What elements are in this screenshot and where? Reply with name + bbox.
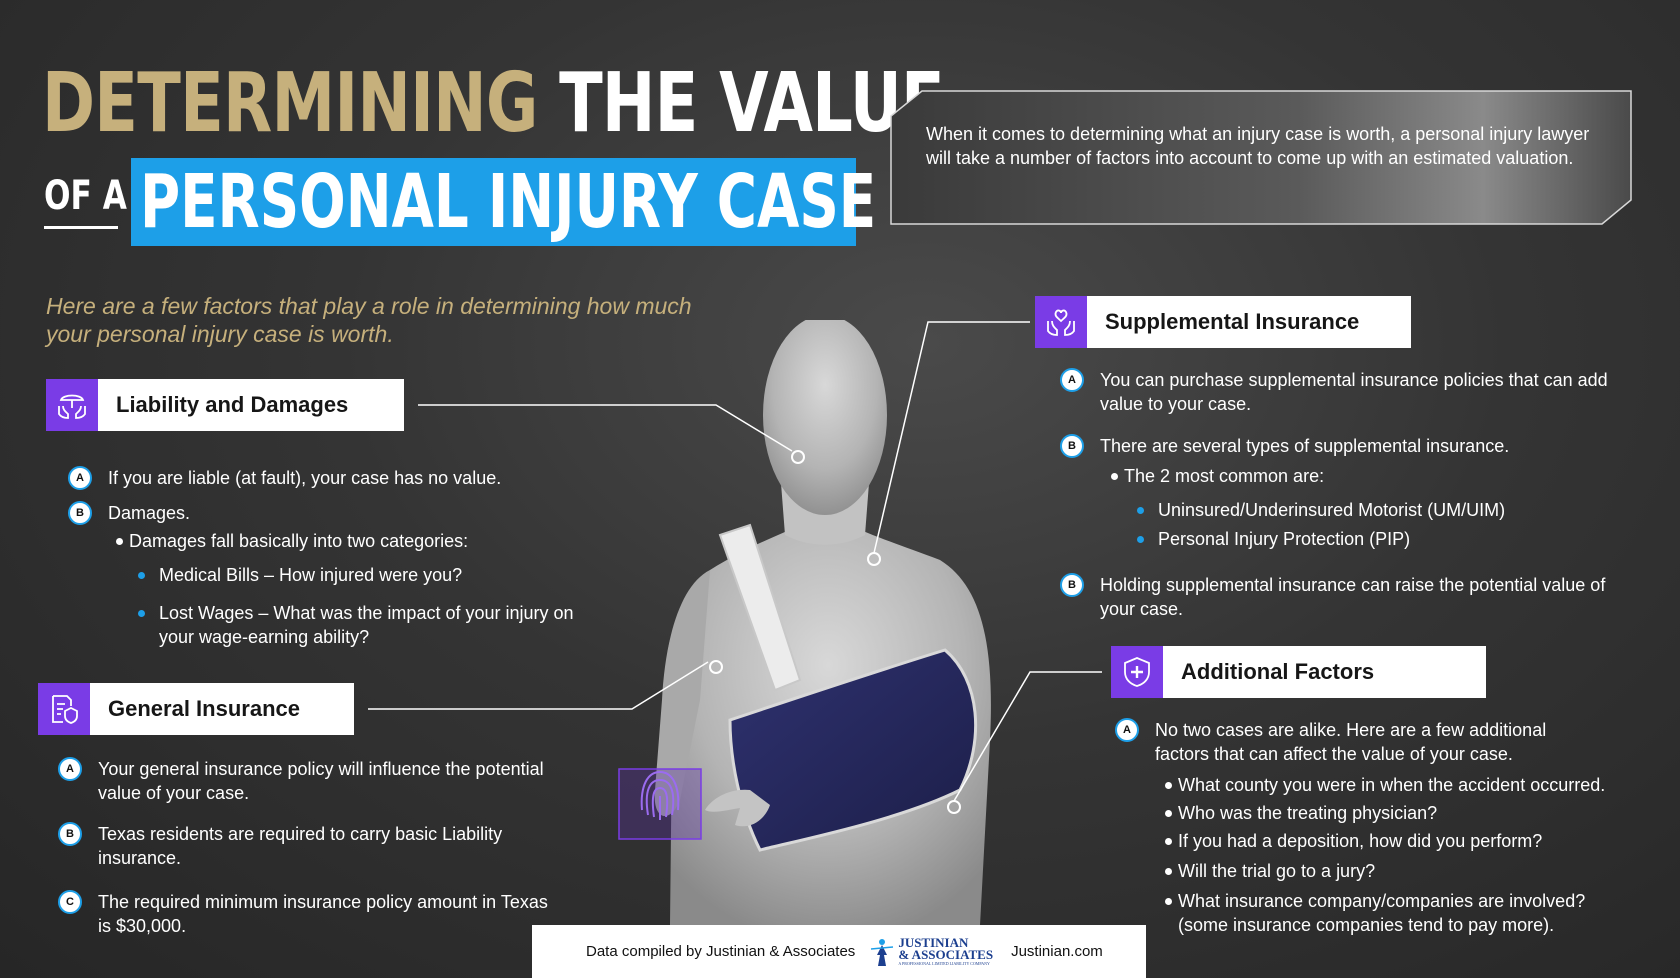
- liability-section-header: Liability and Damages: [46, 379, 404, 431]
- general-item-a: A Your general insurance policy will inf…: [58, 757, 548, 805]
- general-section-header: General Insurance: [38, 683, 354, 735]
- shield-plus-icon: [1111, 646, 1163, 698]
- badge: B: [68, 501, 92, 525]
- bullet-text: Uninsured/Underinsured Motorist (UM/UIM): [1158, 500, 1506, 520]
- general-heading: General Insurance: [90, 683, 354, 735]
- title-part-2: THE VALUE: [559, 56, 945, 151]
- bullet-text: What insurance company/companies are inv…: [1178, 891, 1586, 935]
- bullet-text: If you had a deposition, how did you per…: [1178, 831, 1543, 851]
- hands-umbrella-icon: [46, 379, 98, 431]
- title-prefix-underline: [44, 226, 118, 229]
- additional-bullet-1: What county you were in when the acciden…: [1165, 773, 1665, 797]
- title-highlight-bar: [131, 158, 856, 246]
- bullet-text: Personal Injury Protection (PIP): [1158, 529, 1411, 549]
- item-text: No two cases are alike. Here are a few a…: [1155, 720, 1547, 764]
- badge: A: [58, 757, 82, 781]
- item-text: The required minimum insurance policy am…: [98, 892, 548, 936]
- footer-website[interactable]: Justinian.com: [1011, 943, 1103, 960]
- justice-figure-icon: [871, 938, 894, 966]
- general-item-c: C The required minimum insurance policy …: [58, 890, 548, 938]
- bullet-text: Will the trial go to a jury?: [1178, 861, 1376, 881]
- subtitle: Here are a few factors that play a role …: [46, 293, 692, 347]
- bullet-text: Damages fall basically into two categori…: [129, 531, 469, 551]
- bullet-text: Lost Wages – What was the impact of your…: [159, 603, 574, 647]
- logo-line-2: & ASSOCIATES: [898, 947, 994, 962]
- additional-section-header: Additional Factors: [1111, 646, 1486, 698]
- mannequin-figure: [618, 320, 991, 925]
- item-text: Damages.: [108, 503, 191, 523]
- supplemental-item-c: B Holding supplemental insurance can rai…: [1060, 573, 1620, 621]
- supplemental-bullet-1: Uninsured/Underinsured Motorist (UM/UIM): [1137, 498, 1617, 522]
- logo-line-1: JUSTINIAN: [898, 935, 969, 950]
- title-line-1: DETERMINING THE VALUE: [42, 56, 945, 152]
- fingerprint-icon: [640, 770, 680, 820]
- item-text: Your general insurance policy will influ…: [98, 759, 544, 803]
- document-shield-icon: [38, 683, 90, 735]
- hands-heart-icon: [1035, 296, 1087, 348]
- bullet-text: Who was the treating physician?: [1178, 803, 1438, 823]
- liability-sub-bullet: Damages fall basically into two categori…: [116, 529, 596, 553]
- title-part-1: DETERMINING: [42, 56, 538, 151]
- supplemental-item-b: B There are several types of supplementa…: [1060, 434, 1620, 458]
- badge: B: [58, 822, 82, 846]
- liability-bullet-2: Lost Wages – What was the impact of your…: [138, 601, 588, 649]
- supplemental-section-header: Supplemental Insurance: [1035, 296, 1411, 348]
- additional-bullet-2: Who was the treating physician?: [1165, 801, 1665, 825]
- bullet-text: What county you were in when the acciden…: [1178, 775, 1606, 795]
- item-text: There are several types of supplemental …: [1100, 436, 1510, 456]
- intro-box: [890, 90, 1632, 225]
- additional-bullet-5: What insurance company/companies are inv…: [1165, 889, 1635, 937]
- title-prefix: OF A: [44, 173, 127, 219]
- badge: A: [1060, 368, 1084, 392]
- liability-item-a: A If you are liable (at fault), your cas…: [68, 466, 588, 490]
- badge: B: [1060, 573, 1084, 597]
- logo-tagline: A PROFESSIONAL LIMITED LIABILITY COMPANY: [898, 961, 990, 966]
- justinian-logo: JUSTINIAN & ASSOCIATES A PROFESSIONAL LI…: [869, 935, 994, 967]
- supplemental-item-a: A You can purchase supplemental insuranc…: [1060, 368, 1620, 416]
- item-text: Texas residents are required to carry ba…: [98, 824, 503, 868]
- additional-bullet-4: Will the trial go to a jury?: [1165, 859, 1665, 883]
- liability-bullet-1: Medical Bills – How injured were you?: [138, 563, 598, 587]
- badge: B: [1060, 434, 1084, 458]
- intro-text: When it comes to determining what an inj…: [926, 124, 1590, 168]
- badge: A: [1115, 718, 1139, 742]
- additional-item-a: A No two cases are alike. Here are a few…: [1115, 718, 1605, 766]
- badge: C: [58, 890, 82, 914]
- footer-credit: Data compiled by Justinian & Associates: [586, 943, 856, 960]
- general-item-b: B Texas residents are required to carry …: [58, 822, 548, 870]
- item-text: You can purchase supplemental insurance …: [1100, 370, 1608, 414]
- additional-bullet-3: If you had a deposition, how did you per…: [1165, 829, 1665, 853]
- liability-item-b: B Damages.: [68, 501, 588, 525]
- bullet-text: Medical Bills – How injured were you?: [159, 565, 463, 585]
- additional-heading: Additional Factors: [1163, 646, 1486, 698]
- badge: A: [68, 466, 92, 490]
- item-text: If you are liable (at fault), your case …: [108, 468, 502, 488]
- supplemental-sub-bullet: The 2 most common are:: [1111, 464, 1591, 488]
- footer-bar: Data compiled by Justinian & Associates …: [532, 925, 1146, 978]
- liability-heading: Liability and Damages: [98, 379, 404, 431]
- supplemental-heading: Supplemental Insurance: [1087, 296, 1411, 348]
- bullet-text: The 2 most common are:: [1124, 466, 1325, 486]
- supplemental-bullet-2: Personal Injury Protection (PIP): [1137, 527, 1617, 551]
- title-highlight: PERSONAL INJURY CASE: [140, 159, 877, 245]
- item-text: Holding supplemental insurance can raise…: [1100, 575, 1606, 619]
